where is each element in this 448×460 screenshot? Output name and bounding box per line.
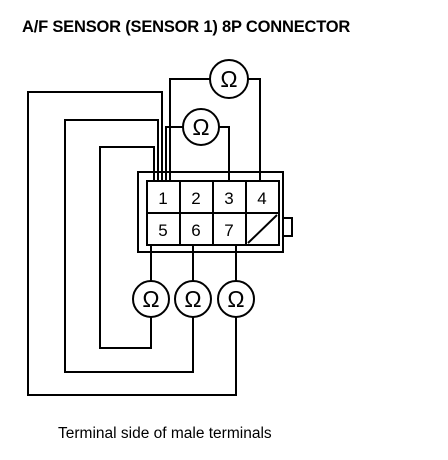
- terminal-4-label: 4: [257, 189, 266, 208]
- terminal-5-label: 5: [158, 221, 167, 240]
- wire-terminal-4-to-ohmmeter-top: [248, 78, 261, 181]
- wire-terminal-3-to-ohmmeter-mid: [219, 126, 230, 181]
- connector-latch: [283, 217, 293, 237]
- terminal-7-label: 7: [224, 221, 233, 240]
- wire-ohmmeter-mid-to-terminal-1: [165, 126, 183, 181]
- ohmmeter-bottom-center: [174, 280, 212, 318]
- loop-wire-middle: [64, 119, 194, 373]
- terminal-8-blank-slash: [247, 214, 278, 244]
- loop-wire-inner: [99, 146, 155, 349]
- terminal-3-label: 3: [224, 189, 233, 208]
- ohmmeter-bottom-right: [217, 280, 255, 318]
- ohmmeter-mid: [182, 108, 220, 146]
- ohm-symbol-mid: Ω: [192, 114, 209, 140]
- ohmmeter-top: [209, 59, 249, 99]
- ohm-symbol-top: Ω: [220, 66, 237, 92]
- terminal-1-label: 1: [158, 189, 167, 208]
- ohmmeter-bottom-left: [132, 280, 170, 318]
- terminal-2-label: 2: [191, 189, 200, 208]
- connector-outer-housing: [137, 171, 284, 253]
- wire-ohmmeter-top-to-terminal-1: [169, 78, 210, 181]
- ohm-symbol-bottom-right: Ω: [227, 286, 244, 312]
- ohm-symbol-bottom-center: Ω: [184, 286, 201, 312]
- loop-wire-outer: [27, 91, 237, 396]
- terminal-6-label: 6: [191, 221, 200, 240]
- ohm-symbol-bottom-left: Ω: [142, 286, 159, 312]
- diagram-caption: Terminal side of male terminals: [58, 425, 272, 442]
- diagram-title: A/F SENSOR (SENSOR 1) 8P CONNECTOR: [22, 18, 351, 36]
